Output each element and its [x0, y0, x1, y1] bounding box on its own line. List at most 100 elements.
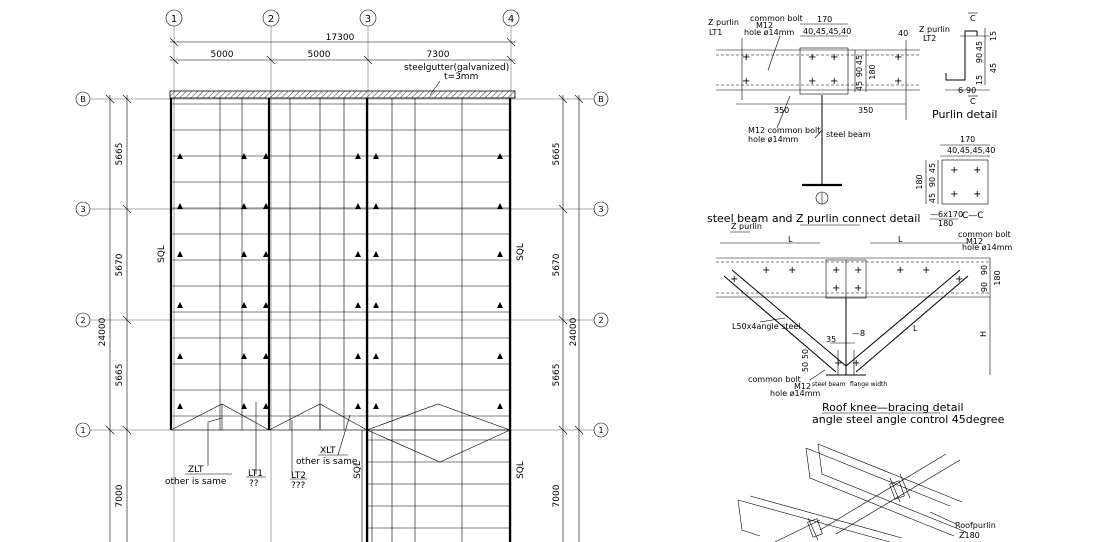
- sql-label-right: SQL: [516, 243, 526, 261]
- pd-dim-1: 15: [989, 31, 998, 41]
- kd-dim-50b: 50: [801, 362, 810, 372]
- axis-row-2-left: 2: [80, 316, 85, 325]
- steel-gutter: [169, 90, 516, 99]
- dim-row-span-2-left: 5670: [115, 253, 125, 276]
- brace-marker-icon: [263, 203, 269, 209]
- brace-marker-icon: [263, 302, 269, 308]
- svg-text:+: +: [950, 189, 958, 200]
- axis-col-4: 4: [508, 14, 514, 25]
- kd-steel-beam: steel beam: [812, 381, 846, 388]
- brace-marker-icon: [497, 353, 503, 359]
- kd-title-2: angle steel angle control 45degree: [812, 413, 1005, 426]
- plate-dim-v1: 45: [928, 163, 937, 173]
- brace-marker-icon: [263, 353, 269, 359]
- brace-marker-icon: [177, 403, 183, 409]
- svg-text:+: +: [742, 76, 750, 87]
- brace-marker-icon: [355, 203, 361, 209]
- svg-text:+: +: [788, 265, 796, 276]
- plate-dim-top: 40,45,45,40: [947, 146, 995, 155]
- plate-dim-170: 170: [960, 135, 975, 144]
- xlt-note: other is same: [296, 457, 358, 467]
- purlin-detail: C C 15 45 90 45 15 6 90 Purlin detail: [932, 12, 998, 121]
- top-dimensions: 17300 5000 5000 7300: [169, 33, 516, 65]
- kd-l2: L: [898, 235, 903, 244]
- kd-l-diag: L: [913, 324, 918, 333]
- kd-common-bolt: common bolt: [958, 230, 1011, 239]
- kd-m12b: M12: [794, 382, 811, 391]
- knee-bracing-bottom: [170, 403, 511, 463]
- kd-bolt-label: common bolt: [748, 375, 801, 384]
- brace-marker-icon: [373, 153, 379, 159]
- purlin-grid: [171, 98, 510, 542]
- brace-marker-icon: [241, 153, 247, 159]
- iso-size: Z180: [959, 531, 980, 540]
- beam-purlin-connect-detail: Z purlin LT1 common bolt M12 hole ø14mm …: [707, 14, 950, 226]
- xlt-code: XLT: [320, 446, 336, 456]
- brace-marker-icon: [177, 251, 183, 257]
- brace-marker-icon: [373, 251, 379, 257]
- svg-text:+: +: [854, 283, 862, 294]
- right-dimensions: 5665 5670 5665 7000 24000: [552, 94, 584, 542]
- cd-dim-40: 40: [898, 29, 908, 38]
- brace-marker-icon: [355, 302, 361, 308]
- brace-marker-icon: [241, 403, 247, 409]
- svg-text:+: +: [830, 52, 838, 63]
- kd-flange-width: flange width: [850, 381, 887, 388]
- svg-text:+: +: [832, 283, 840, 294]
- pd-c-top: C: [970, 14, 976, 23]
- cd-title: steel beam and Z purlin connect detail: [707, 212, 920, 225]
- svg-text:+: +: [832, 265, 840, 276]
- pd-dim-4: 45: [989, 63, 998, 73]
- cd-hole: hole ø14mm: [744, 28, 795, 37]
- brace-marker-icon: [263, 403, 269, 409]
- pd-dim-3: 90: [975, 53, 984, 63]
- plate-dim-v3: 45: [928, 193, 937, 203]
- svg-text:+: +: [808, 52, 816, 63]
- axis-row-b-right: B: [598, 95, 604, 104]
- sql-label-left: SQL: [157, 245, 167, 263]
- svg-text:+: +: [896, 265, 904, 276]
- pd-dim-a: 6: [958, 86, 963, 95]
- axis-col-1: 1: [171, 14, 177, 25]
- axis-row-1-right: 1: [598, 426, 603, 435]
- brace-marker-icon: [241, 203, 247, 209]
- cd-lt2: LT2: [923, 34, 936, 43]
- brace-marker-icon: [177, 353, 183, 359]
- plate-size: —6x170: [930, 210, 963, 219]
- svg-text:+: +: [730, 274, 738, 285]
- plate-width: 180: [938, 219, 953, 228]
- axis-row-2-right: 2: [598, 316, 603, 325]
- dim-bay-3: 7300: [427, 50, 450, 60]
- dim-overall-width: 17300: [326, 33, 355, 43]
- kd-dim-180: 180: [993, 270, 1002, 285]
- brace-marker-icon: [497, 403, 503, 409]
- kd-hole-b: hole ø14mm: [770, 389, 821, 398]
- cd-dim-350-left: 350: [774, 106, 789, 115]
- brace-marker-icon: [177, 302, 183, 308]
- kd-dim-50a: 50: [801, 349, 810, 359]
- kd-title-1: Roof knee—bracing detail: [822, 401, 964, 414]
- brace-marker-icon: [177, 203, 183, 209]
- cd-dim-v1: 45: [855, 55, 864, 65]
- zlt-code: ZLT: [188, 465, 204, 475]
- svg-text:+: +: [973, 165, 981, 176]
- brace-marker-icon: [497, 153, 503, 159]
- dim-bay-1: 5000: [211, 50, 234, 60]
- svg-text:+: +: [854, 265, 862, 276]
- brace-marker-icon: [355, 403, 361, 409]
- kd-m12: M12: [966, 237, 983, 246]
- brace-marker-icon: [355, 251, 361, 257]
- gutter-label-2: t=3mm: [444, 72, 478, 82]
- brace-marker-icon: [263, 153, 269, 159]
- svg-text:+: +: [950, 165, 958, 176]
- axis-row-3-right: 3: [598, 205, 603, 214]
- cd-dim-v3: 45: [855, 81, 864, 91]
- kd-angle-label: L50x4angle steel: [732, 322, 801, 331]
- svg-text:+: +: [852, 358, 860, 369]
- plate-dim-180: 180: [915, 174, 924, 189]
- svg-text:+: +: [955, 274, 963, 285]
- lt1-code: LT1: [248, 469, 263, 479]
- sql-label-lower-right: SQL: [516, 461, 526, 479]
- kd-z-purlin: Z purlin: [731, 222, 762, 231]
